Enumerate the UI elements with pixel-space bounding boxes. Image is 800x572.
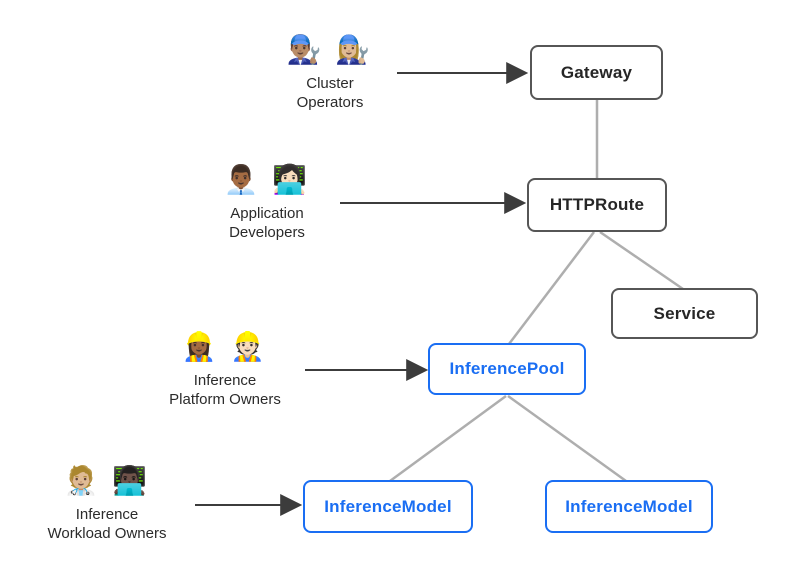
mechanic-emoji-icon: 👨🏽‍🔧 👩🏼‍🔧: [286, 34, 374, 65]
node-service-label: Service: [653, 303, 716, 323]
persona-application-developers-label: Application Developers: [229, 204, 305, 242]
worker-technologist-emoji-icon: 🧑🏼‍⚕️ 👨🏿‍💻: [63, 465, 151, 496]
persona-inference-platform-owners-label: Inference Platform Owners: [169, 371, 281, 409]
persona-inference-workload-owners-label: Inference Workload Owners: [48, 505, 167, 543]
node-httproute: HTTPRoute: [527, 178, 667, 232]
node-inferencemodel-left-label: InferenceModel: [324, 496, 452, 516]
node-inferencepool: InferencePool: [428, 343, 586, 395]
node-service: Service: [611, 288, 758, 339]
developer-emoji-icon: 👨🏾‍💼 👩🏻‍💻: [223, 164, 311, 195]
persona-cluster-operators-label: Cluster Operators: [297, 74, 364, 112]
persona-label-line2: Operators: [296, 94, 364, 111]
node-inferencemodel-left: InferenceModel: [303, 480, 473, 533]
edge-httproute-service: [599, 230, 684, 291]
node-httproute-label: HTTPRoute: [549, 195, 645, 214]
persona-label-line1: Cluster: [306, 75, 354, 92]
node-gateway: Gateway: [530, 45, 663, 100]
edge-inferencepool-inferencemodel-right: [507, 394, 627, 483]
persona-label-line1: Inference: [75, 506, 139, 523]
persona-application-developers: 👨🏾‍💼 👩🏻‍💻 Application Developers: [192, 163, 342, 242]
persona-inference-workload-owners: 🧑🏼‍⚕️ 👨🏿‍💻 Inference Workload Owners: [22, 464, 192, 543]
persona-label-line2: Workload Owners: [47, 525, 167, 542]
persona-label-line1: Application: [230, 205, 304, 222]
node-inferencemodel-right: InferenceModel: [545, 480, 713, 533]
node-inferencepool-label: InferencePool: [449, 359, 565, 378]
persona-label-line1: Inference: [193, 372, 257, 389]
persona-label-line2: Platform Owners: [169, 391, 281, 408]
persona-label-line2: Developers: [229, 224, 305, 241]
edge-inferencepool-inferencemodel-left: [389, 394, 507, 483]
edge-httproute-inferencepool: [508, 231, 595, 345]
node-inferencemodel-right-label: InferenceModel: [565, 496, 693, 516]
construction-worker-emoji-icon: 👷🏾‍♀️ 👷🏻: [181, 331, 269, 362]
node-gateway-label: Gateway: [560, 62, 633, 82]
persona-inference-platform-owners: 👷🏾‍♀️ 👷🏻 Inference Platform Owners: [140, 330, 310, 409]
persona-cluster-operators: 👨🏽‍🔧 👩🏼‍🔧 Cluster Operators: [255, 33, 405, 112]
